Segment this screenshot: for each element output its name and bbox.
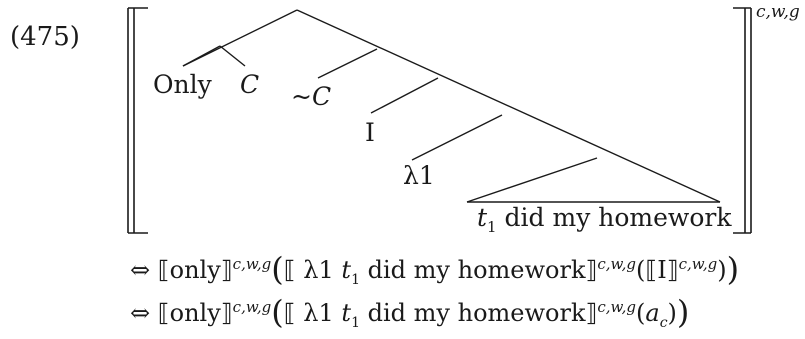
arg-i: I	[657, 256, 667, 284]
right-double-bracket	[733, 7, 752, 234]
bracket-superscript: c,w,g	[756, 2, 800, 22]
sup: c,w,g	[232, 298, 272, 316]
left-double-bracket	[127, 7, 148, 234]
branch-lambda	[411, 114, 503, 161]
sup2: c,w,g	[597, 298, 636, 316]
lambda-expr: λ1	[303, 256, 334, 284]
sup: c,w,g	[232, 255, 272, 273]
branch-c	[219, 45, 246, 67]
example-number: (475)	[10, 22, 80, 52]
arg-a: a	[645, 299, 660, 327]
only-word: only	[169, 256, 221, 284]
rest-text: did my homework	[367, 299, 586, 327]
equiv-arrow: ⇔	[130, 299, 151, 327]
t-var: t	[341, 299, 352, 327]
branch-i	[370, 77, 439, 114]
leaf-t-sub: 1	[487, 218, 497, 236]
triangle-left	[466, 157, 598, 203]
only-word: only	[169, 299, 221, 327]
arg-sup: c,w,g	[678, 255, 718, 273]
branch-tilde-c	[317, 48, 378, 79]
sup2: c,w,g	[597, 255, 636, 273]
t-var: t	[341, 256, 352, 284]
tree-branches	[182, 9, 721, 203]
leaf-t: t	[477, 203, 488, 232]
t-sub: 1	[351, 314, 360, 331]
rest-text: did my homework	[367, 256, 586, 284]
leaf-only: Only	[153, 70, 212, 99]
leaf-tilde-c: ~C	[291, 82, 332, 111]
branch-only	[182, 45, 221, 67]
equation-line-1: ⇔ ⟦only⟧c,w,g(⟦ λ1 t1 did my homework⟧c,…	[130, 250, 740, 288]
t-sub: 1	[351, 271, 360, 288]
leaf-lambda: λ1	[403, 161, 435, 190]
arg-sub: c	[659, 314, 668, 331]
equation-line-2: ⇔ ⟦only⟧c,w,g(⟦ λ1 t1 did my homework⟧c,…	[130, 293, 690, 331]
lambda-expr: λ1	[303, 299, 334, 327]
leaf-c: C	[240, 70, 260, 99]
leaf-i: I	[365, 118, 375, 147]
leaf-tail: did my homework	[504, 203, 732, 232]
leaf-triangle-label: t1 did my homework	[477, 203, 731, 236]
branch-root-right	[296, 9, 721, 203]
branch-root-left	[182, 9, 298, 67]
equiv-arrow: ⇔	[130, 256, 151, 284]
